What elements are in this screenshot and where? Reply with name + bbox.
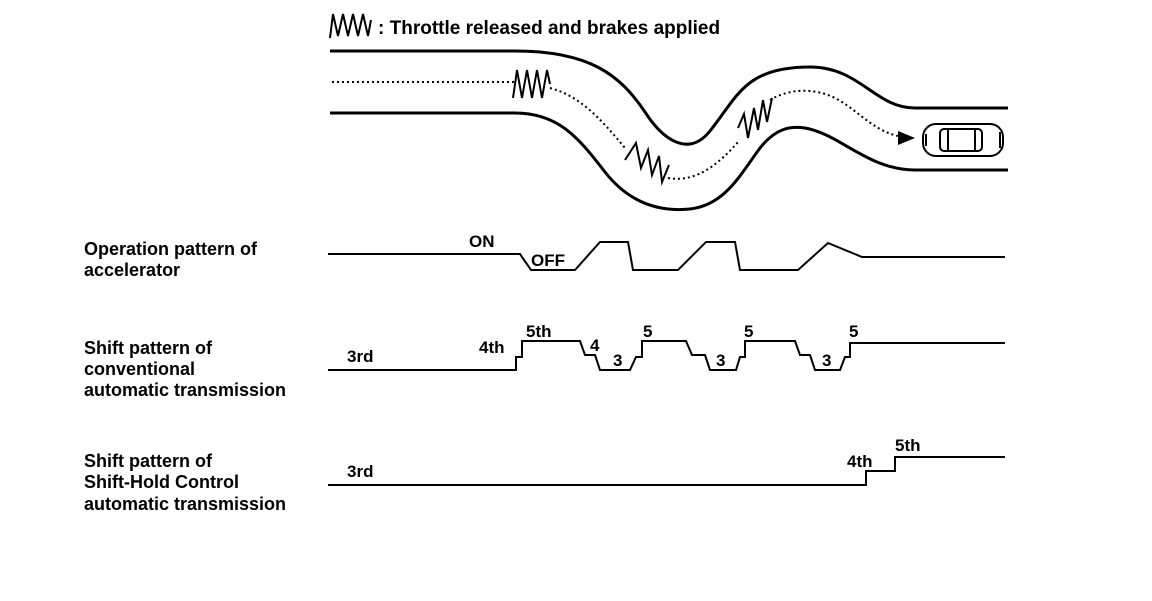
conv-gear-5b: 5: [744, 322, 753, 341]
path-dots-4: [769, 89, 899, 137]
conventional-label-line1: Shift pattern of: [84, 338, 213, 358]
zigzag-brake-icon: [624, 140, 670, 186]
conv-gear-4: 4: [590, 336, 600, 355]
row-accelerator: Operation pattern of accelerator ON OFF: [84, 232, 1005, 280]
legend: : Throttle released and brakes applied: [329, 13, 720, 39]
shift-hold-line: [328, 456, 1005, 486]
hold-gear-5th: 5th: [895, 436, 921, 455]
zigzag-brake-icon: [737, 97, 773, 139]
road: [330, 49, 1008, 212]
zigzag-brake-icon: [329, 13, 372, 39]
accelerator-label-line2: accelerator: [84, 260, 180, 280]
shift-hold-label-line3: automatic transmission: [84, 494, 286, 514]
conv-gear-3rd: 3rd: [347, 347, 373, 366]
road-upper-edge: [330, 49, 1008, 146]
conv-gear-5c: 5: [849, 322, 858, 341]
conv-gear-4th: 4th: [479, 338, 505, 357]
shift-hold-label-line2: Shift-Hold Control: [84, 472, 239, 492]
conventional-label-line2: conventional: [84, 359, 195, 379]
hold-gear-4th: 4th: [847, 452, 873, 471]
conv-gear-5a: 5: [643, 322, 652, 341]
hold-gear-3rd: 3rd: [347, 462, 373, 481]
accelerator-waveform: [328, 241, 1005, 271]
row-conventional: Shift pattern of conventional automatic …: [84, 322, 1005, 400]
conv-gear-5th: 5th: [526, 322, 552, 341]
row-shift-hold: Shift pattern of Shift-Hold Control auto…: [84, 436, 1005, 514]
accelerator-off-label: OFF: [531, 251, 565, 270]
road-lower-edge: [330, 111, 1008, 212]
shift-hold-label-line1: Shift pattern of: [84, 451, 213, 471]
car-topview-icon: [922, 123, 1004, 157]
conv-gear-3a: 3: [613, 351, 622, 370]
legend-text: : Throttle released and brakes applied: [378, 18, 720, 39]
path-dots-3: [667, 141, 739, 180]
conv-gear-3c: 3: [822, 351, 831, 370]
conventional-shift-line: [328, 340, 1005, 371]
conventional-label-line3: automatic transmission: [84, 380, 286, 400]
vehicle-path: [332, 81, 899, 180]
arrow-head-icon: [898, 131, 915, 145]
accelerator-label-line1: Operation pattern of: [84, 239, 258, 259]
conv-gear-3b: 3: [716, 351, 725, 370]
path-dots-2: [549, 87, 626, 149]
brake-markers: [512, 69, 773, 186]
zigzag-brake-icon: [512, 69, 551, 99]
accelerator-on-label: ON: [469, 232, 495, 251]
